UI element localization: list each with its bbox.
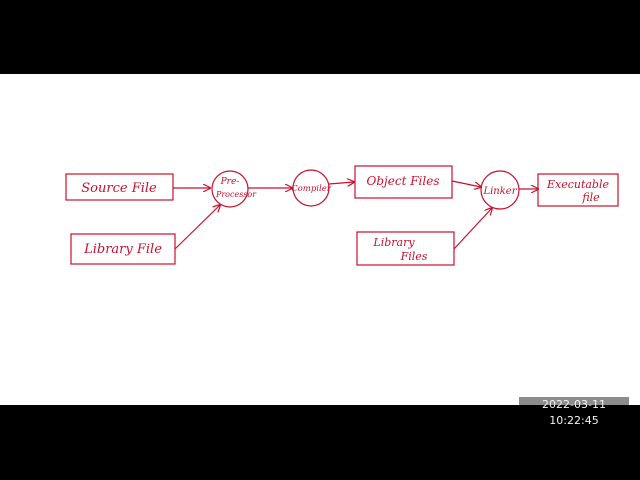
preprocessor-label-line1: Pre- — [220, 177, 240, 187]
letterbox-top — [0, 0, 640, 74]
arrow-library-files-to-linker — [453, 208, 492, 250]
compiler-label: Compiler — [291, 184, 332, 194]
linker-node: Linker — [480, 170, 520, 210]
executable-label-line1: Executable — [546, 178, 610, 191]
compiler-node: Compiler — [291, 169, 332, 207]
source-file-node: Source File — [65, 173, 174, 201]
library-files-node: Library Files — [356, 231, 455, 266]
library-file-label: Library File — [83, 242, 162, 257]
preprocessor-circle — [211, 170, 249, 208]
preprocessor-node: Pre- Processor — [211, 170, 257, 208]
letterbox-bottom — [0, 405, 640, 480]
linker-label: Linker — [482, 186, 517, 197]
compilation-flow-diagram: Source File Library File Pre- Processor … — [65, 165, 619, 266]
timestamp-overlay: 2022-03-11 10:22:45 — [519, 397, 629, 427]
executable-file-node: Executable file — [537, 173, 619, 207]
compiler-circle — [292, 169, 330, 207]
arrow-compiler-to-object-files — [328, 182, 354, 184]
object-files-node: Object Files — [354, 165, 453, 199]
library-files-label-line1: Library — [372, 236, 415, 249]
object-files-label: Object Files — [367, 174, 440, 188]
arrow-object-files-to-linker — [451, 180, 481, 187]
source-file-label: Source File — [81, 181, 157, 196]
preprocessor-label-line2: Processor — [215, 190, 257, 199]
library-files-label-line2: Files — [400, 250, 428, 263]
source-file-box — [65, 173, 174, 201]
library-file-node: Library File — [70, 233, 176, 265]
whiteboard-canvas: Source File Library File Pre- Processor … — [0, 74, 640, 405]
arrow-library-to-preprocessor — [174, 205, 220, 250]
executable-label-line2: file — [581, 191, 600, 204]
